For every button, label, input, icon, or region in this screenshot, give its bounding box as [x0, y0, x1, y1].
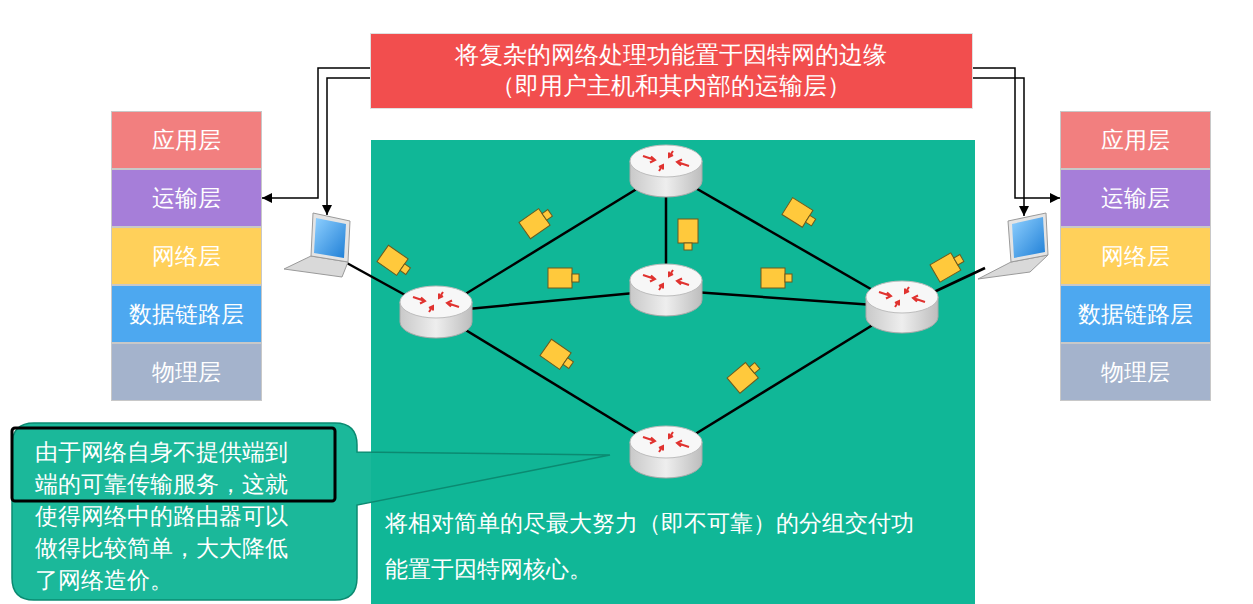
pointer-arrow	[973, 68, 1060, 198]
edge-note-box: 将复杂的网络处理功能置于因特网的边缘 （即用户主机和其内部的运输层）	[370, 33, 973, 109]
note-text: 将复杂的网络处理功能置于因特网的边缘 （即用户主机和其内部的运输层）	[436, 40, 906, 102]
layer-label: 应用层	[1101, 126, 1170, 154]
layer-box: 物理层	[1060, 343, 1211, 401]
layer-label: 网络层	[152, 242, 221, 270]
layer-box: 运输层	[1060, 169, 1211, 227]
layer-label: 数据链路层	[129, 300, 244, 328]
layer-box: 数据链路层	[111, 285, 262, 343]
layer-box: 物理层	[111, 343, 262, 401]
callout-text: 由于网络自身不提供端到端的可靠传输服务，这就使得网络中的路由器可以做得比较简单，…	[35, 436, 297, 596]
layer-label: 运输层	[152, 184, 221, 212]
layer-label: 应用层	[152, 126, 221, 154]
region-text: 将相对简单的尽最大努力（即不可靠）的分组交付功能置于因特网核心。	[385, 500, 914, 592]
layer-box: 应用层	[111, 111, 262, 169]
layer-box: 网络层	[1060, 227, 1211, 285]
pointer-arrow	[262, 68, 370, 198]
callout-box: 由于网络自身不提供端到端的可靠传输服务，这就使得网络中的路由器可以做得比较简单，…	[12, 423, 357, 600]
layer-box: 数据链路层	[1060, 285, 1211, 343]
layer-label: 网络层	[1101, 242, 1170, 270]
layer-box: 运输层	[111, 169, 262, 227]
layer-box: 应用层	[1060, 111, 1211, 169]
layer-label: 运输层	[1101, 184, 1170, 212]
layer-label: 物理层	[152, 358, 221, 386]
layer-label: 物理层	[1101, 358, 1170, 386]
layer-label: 数据链路层	[1078, 300, 1193, 328]
layer-box: 网络层	[111, 227, 262, 285]
core-region: 将相对简单的尽最大努力（即不可靠）的分组交付功能置于因特网核心。	[371, 140, 975, 604]
